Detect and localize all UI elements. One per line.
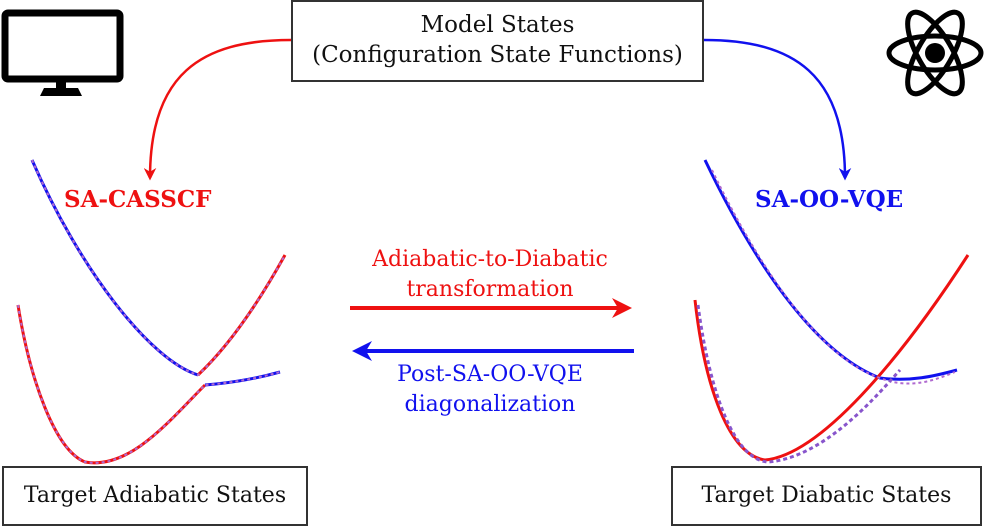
adiabatic-lower-curve-red xyxy=(16,304,207,465)
diabatic-red-curve xyxy=(693,254,970,462)
adiabatic-upper-curve-red xyxy=(196,254,287,377)
post-diagonalization-label: Post-SA-OO-VQE diagonalization xyxy=(340,360,640,420)
diabatic-fit-upper xyxy=(711,169,956,385)
target-adiabatic-box: Target Adiabatic States xyxy=(2,466,308,526)
diabatic-blue-curve xyxy=(703,159,958,381)
target-diabatic-label: Target Diabatic States xyxy=(701,483,952,508)
arrow-model-to-saoovqe xyxy=(703,38,852,181)
model-states-subtitle: (Configuration State Functions) xyxy=(312,42,683,68)
post-diagonalization-line2: diagonalization xyxy=(404,392,576,417)
arrow-model-to-sacasscf xyxy=(143,38,292,181)
adiabatic-to-diabatic-line2: transformation xyxy=(406,277,574,302)
atom-icon xyxy=(886,9,984,97)
adiabatic-upper-curve-blue xyxy=(30,159,199,377)
diabatic-fit-lower xyxy=(696,304,902,464)
post-diagonalization-line1: Post-SA-OO-VQE xyxy=(397,362,583,387)
diabatic-potential-curves xyxy=(693,159,970,464)
adiabatic-lower-curve-blue xyxy=(204,370,281,387)
target-adiabatic-label: Target Adiabatic States xyxy=(23,483,287,508)
adiabatic-lower-curve-fit xyxy=(17,304,281,464)
model-states-box: Model States (Configuration State Functi… xyxy=(291,0,704,82)
adiabatic-potential-curves xyxy=(16,159,287,465)
model-states-title: Model States xyxy=(420,12,575,38)
sa-casscf-label: SA-CASSCF xyxy=(64,186,212,213)
sa-oo-vqe-label: SA-OO-VQE xyxy=(755,186,904,213)
target-diabatic-box: Target Diabatic States xyxy=(671,466,982,526)
monitor-icon xyxy=(1,9,124,96)
adiabatic-to-diabatic-label: Adiabatic-to-Diabatic transformation xyxy=(340,245,640,305)
adiabatic-to-diabatic-line1: Adiabatic-to-Diabatic xyxy=(372,247,608,272)
